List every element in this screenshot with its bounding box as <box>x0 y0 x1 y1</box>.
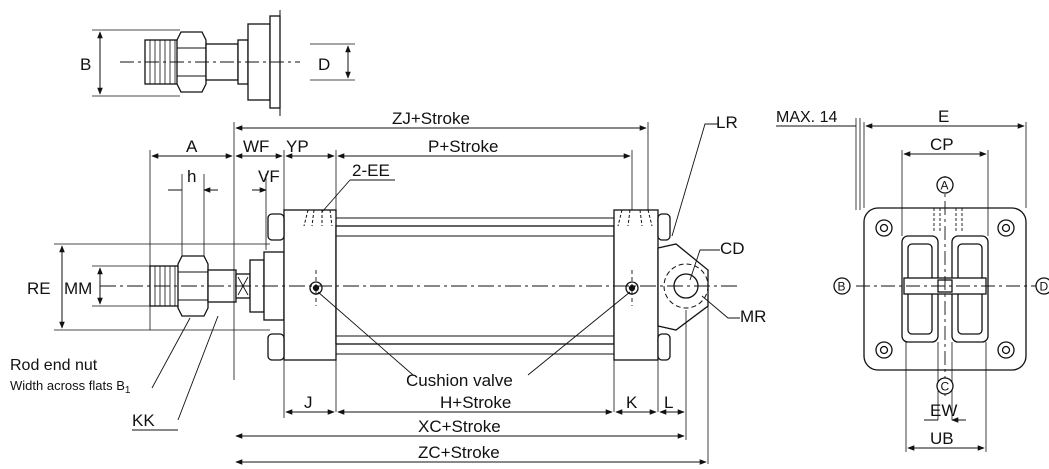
label-max-14: MAX. 14 <box>776 109 837 126</box>
label-mm: MM <box>64 279 92 298</box>
label-b: B <box>80 55 91 74</box>
label-zc: ZC+Stroke <box>418 443 500 462</box>
label-2-ee: 2-EE <box>352 161 390 180</box>
label-lr: LR <box>716 113 738 132</box>
label-rod-end-nut: Rod end nut <box>10 357 98 374</box>
port-marker-b: B <box>838 280 846 294</box>
label-kk: KK <box>132 411 155 430</box>
label-mr: MR <box>740 307 766 326</box>
label-xc: XC+Stroke <box>418 417 501 436</box>
label-ew: EW <box>930 401 957 420</box>
label-cushion-valve: Cushion valve <box>406 371 513 390</box>
label-a: A <box>186 137 198 156</box>
label-k: K <box>626 393 638 412</box>
end-view <box>776 118 1049 452</box>
label-p: P+Stroke <box>428 137 498 156</box>
label-yp: YP <box>286 137 309 156</box>
label-cp: CP <box>930 135 954 154</box>
top-detail-view <box>92 10 355 116</box>
label-h-stroke: H+Stroke <box>440 393 511 412</box>
label-cd: CD <box>720 239 745 258</box>
label-d: D <box>318 55 330 74</box>
port-marker-a: A <box>941 179 949 193</box>
label-re: RE <box>27 279 51 298</box>
label-wf: WF <box>243 137 269 156</box>
label-width-across-flats: Width across flats B1 <box>10 378 131 396</box>
label-zj: ZJ+Stroke <box>392 109 470 128</box>
port-marker-c: C <box>941 380 950 394</box>
main-side-view <box>54 122 740 465</box>
label-h-small: h <box>187 167 196 186</box>
label-ub: UB <box>930 429 954 448</box>
label-vf: VF <box>258 167 280 186</box>
label-j: J <box>304 393 313 412</box>
label-l: L <box>664 393 673 412</box>
dimension-labels: B D ZJ+Stroke A WF YP P+Stroke h VF 2-EE… <box>10 55 1049 462</box>
label-e: E <box>938 107 949 126</box>
port-marker-d: D <box>1040 280 1049 294</box>
